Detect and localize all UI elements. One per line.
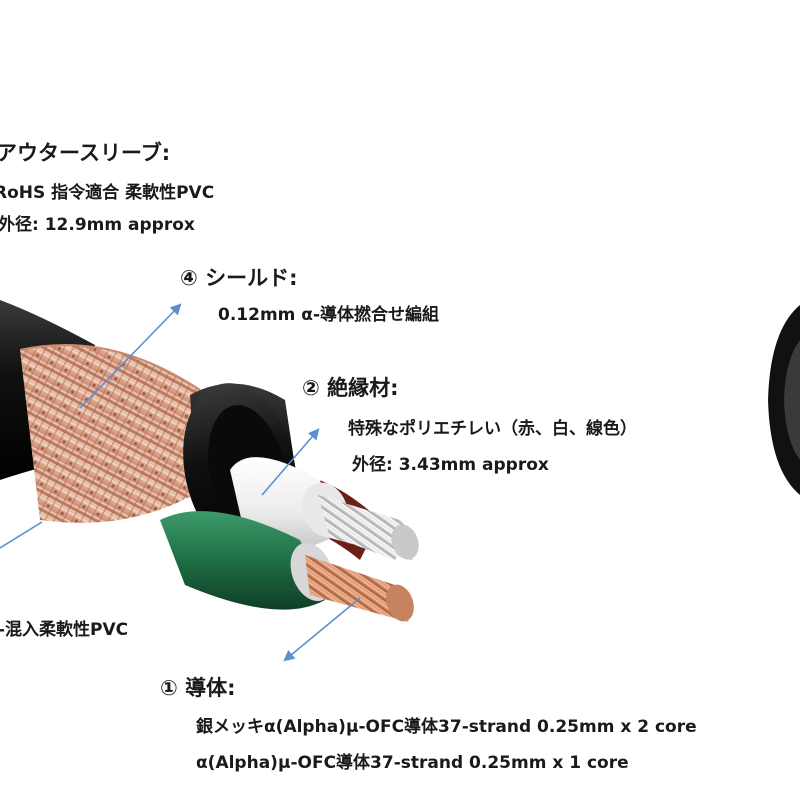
braid-shield: [19, 344, 230, 523]
conductor-spec-plain: α(Alpha)μ-OFC導体37-strand 0.25mm x 1 core: [196, 753, 629, 773]
shield-material: 0.12mm α-導体撚合せ編組: [218, 305, 440, 325]
insulation-heading: ② 絶縁材:: [302, 376, 399, 400]
insulation-diameter: 外径: 3.43mm approx: [352, 455, 549, 475]
arrow-conductor: [283, 597, 361, 662]
pointer-arrows: [0, 303, 361, 662]
insulation-material: 特殊なポリエチレい（赤、白、線色）: [348, 419, 637, 439]
outer-sleeve-heading: アウタースリーブ:: [0, 141, 171, 165]
arrow-insulation: [261, 428, 320, 496]
right-cable-edge: [768, 305, 800, 495]
conductor-spec-silver: 銀メッキα(Alpha)μ-OFC導体37-strand 0.25mm x 2 …: [196, 717, 697, 737]
arrow-filler: [0, 521, 43, 549]
filler-material: -混入柔軟性PVC: [0, 620, 129, 640]
conductor-heading: ① 導体:: [160, 676, 236, 700]
green-core: [160, 511, 414, 622]
outer-sleeve-diameter: 外径: 12.9mm approx: [0, 215, 195, 235]
arrow-shield: [79, 303, 182, 409]
outer-sleeve-material: RoHS 指令適合 柔軟性PVC: [0, 183, 215, 203]
shield-heading: ④ シールド:: [180, 266, 298, 290]
